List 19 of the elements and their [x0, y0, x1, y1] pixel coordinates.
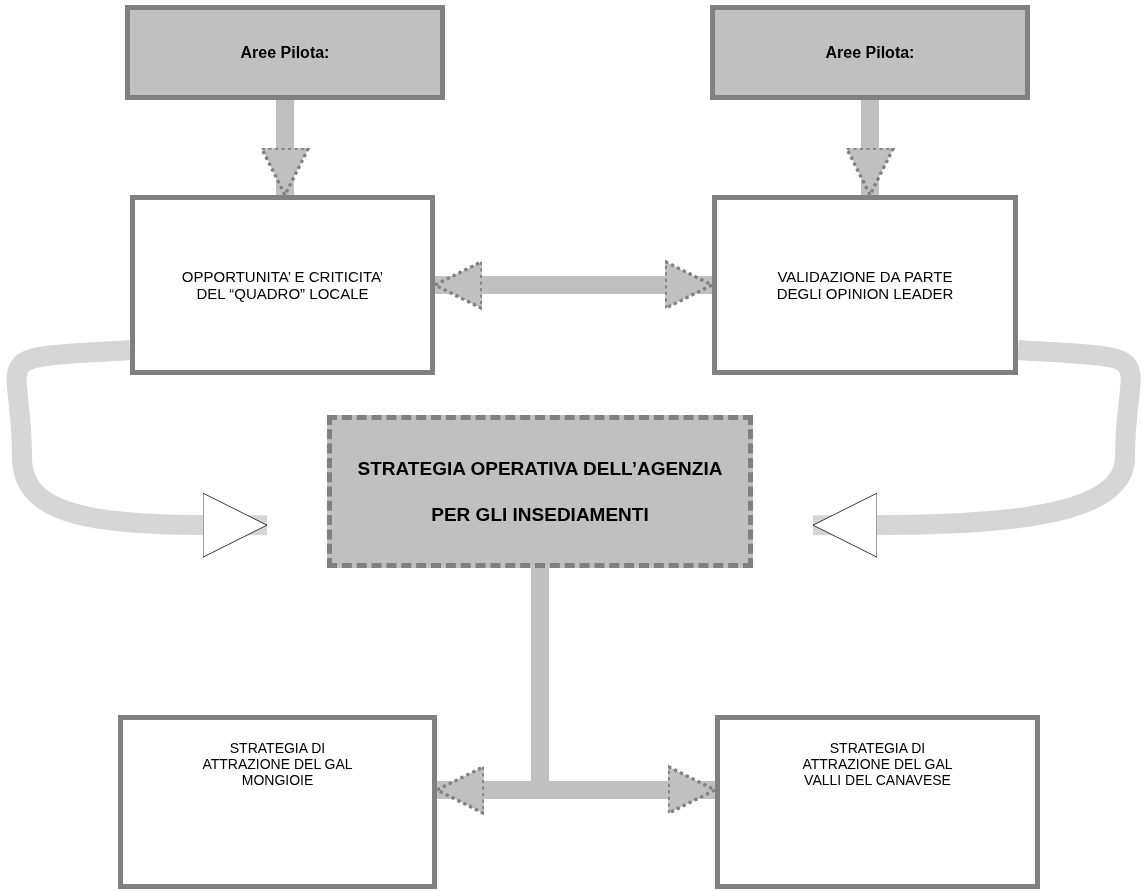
box-text: OPPORTUNITA’ E CRITICITA’ DEL “QUADRO” LOCALE	[180, 268, 385, 302]
header-box	[710, 5, 1030, 100]
box-text: VALIDAZIONE DA PARTE DEGLI OPINION LEADER	[775, 268, 955, 302]
curved-arrow	[812, 340, 1141, 558]
block-arrow	[259, 100, 311, 197]
block-arrow	[433, 259, 714, 311]
box-heading: Aree Pilota:	[825, 43, 915, 62]
box-text: STRATEGIA DI ATTRAZIONE DEL GAL VALLI DEL CANAVESE	[801, 740, 954, 788]
box-text: STRATEGIA OPERATIVA DELL’AGENZIA PER GLI INSEDIAMENTI	[356, 456, 724, 527]
process-box	[712, 195, 1018, 375]
header-box	[125, 5, 445, 100]
curved-arrow	[6, 340, 268, 558]
box-text: STRATEGIA DI ATTRAZIONE DEL GAL MONGIOIE	[201, 740, 354, 788]
box-heading: Aree Pilota:	[240, 43, 330, 62]
process-box	[118, 715, 437, 889]
process-box	[130, 195, 435, 375]
block-arrow	[844, 100, 896, 197]
strategy-box	[327, 415, 753, 568]
process-box	[715, 715, 1040, 889]
